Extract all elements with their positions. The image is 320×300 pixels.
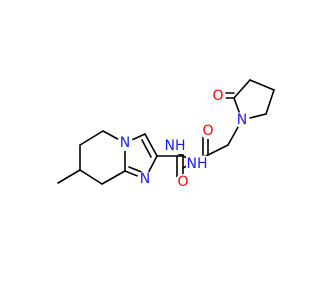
- bond-imid-b2: [141, 139, 152, 158]
- bond-methyl: [57, 169, 81, 184]
- atom-n-ring: N: [120, 135, 130, 151]
- atom-nh-2: NH: [187, 156, 208, 172]
- bond-ring6-e: [79, 169, 103, 185]
- bond-ring6-b: [79, 130, 104, 146]
- atom-n-imine: N: [140, 171, 150, 187]
- bonds: [57, 79, 275, 185]
- atom-o-amide2: O: [202, 123, 213, 139]
- atom-n-lactam: N: [237, 112, 247, 128]
- bond-pyr-b: [233, 79, 251, 99]
- bond-pyr-d: [265, 89, 275, 115]
- molecule-structure-diagram: N N O NH NH O O N: [57, 79, 275, 190]
- atom-nh-1: NH: [165, 138, 186, 154]
- bond-ring6-d: [101, 170, 126, 185]
- atom-labels: N N O NH NH O O N: [117, 88, 250, 190]
- bond-imid-b: [144, 133, 158, 157]
- bond-ch2: [207, 144, 229, 156]
- bond-pyr-c: [249, 79, 275, 91]
- atom-o-lactam: O: [212, 88, 223, 104]
- atom-o-amide1: O: [177, 174, 188, 190]
